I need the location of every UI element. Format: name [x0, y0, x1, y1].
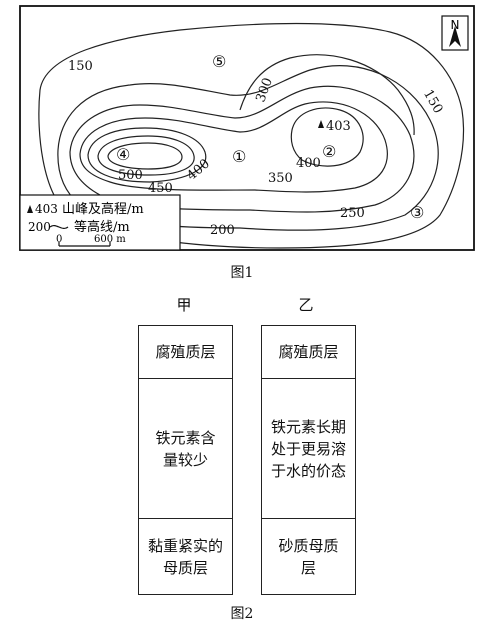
figure1-caption: 图1 [230, 265, 254, 281]
legend-peak-text: 山峰及高程/m [62, 201, 144, 217]
contour-label: 250 [340, 206, 365, 221]
legend-contour-line [49, 224, 69, 230]
legend-contour-text: 等高线/m [74, 219, 130, 235]
contour-500 [107, 142, 183, 170]
layer-label: 腐殖质层 [155, 343, 216, 361]
contour-350 [79, 101, 388, 193]
contour-label: 200 [210, 223, 235, 238]
iron-layer: 铁元素长期处于更易溶于水的价态 [262, 378, 355, 518]
scale-value: 600 m [94, 234, 126, 245]
parent-material-layer: 砂质母质层 [262, 518, 355, 594]
place-5: ⑤ [212, 52, 226, 71]
layer-label: 铁元素长期处于更易溶于水的价态 [270, 417, 346, 480]
peak-triangle-icon [318, 120, 324, 128]
humus-layer: 腐殖质层 [139, 326, 232, 378]
figure2-caption: 图2 [230, 606, 254, 622]
scale-zero: 0 [56, 234, 62, 245]
contour-450 [97, 135, 195, 176]
place-3: ③ [410, 203, 424, 222]
place-2: ② [322, 142, 336, 161]
contour-label: 300 [253, 76, 276, 104]
soil-profile-jia: 腐殖质层 铁元素含量较少 黏重紧实的母质层 [138, 325, 233, 595]
contour-label: 350 [268, 171, 293, 186]
contour-300 [239, 54, 415, 136]
place-1: ① [232, 147, 246, 166]
layer-label: 腐殖质层 [278, 343, 339, 361]
layer-label: 砂质母质层 [278, 536, 339, 577]
contour-label: 450 [148, 181, 173, 196]
contour-label: 150 [68, 59, 93, 74]
layer-label: 黏重紧实的母质层 [147, 536, 223, 577]
map-frame [19, 5, 475, 251]
contour-label: 400 [296, 156, 321, 171]
legend-peak-value: 403 [35, 202, 58, 216]
north-arrow-icon: N [441, 15, 469, 51]
contour-map: N 150 300 403 150 500 450 400 350 400 25… [19, 5, 475, 251]
contour-label: 400 [184, 156, 213, 183]
contour-label: 150 [420, 87, 445, 116]
parent-material-layer: 黏重紧实的母质层 [139, 518, 232, 594]
layer-label: 铁元素含量较少 [155, 428, 216, 469]
legend-contour-value: 200 [28, 220, 51, 234]
peak-elevation-label: 403 [326, 119, 351, 134]
contour-label: 500 [118, 168, 143, 183]
soil-profile-yi: 腐殖质层 铁元素长期处于更易溶于水的价态 砂质母质层 [261, 325, 356, 595]
place-4: ④ [116, 145, 130, 164]
legend-peak-icon [27, 205, 33, 213]
map-legend: 403 山峰及高程/m 200 等高线/m 0 600 m [19, 194, 181, 251]
contour-400-west [87, 127, 207, 183]
north-label: N [451, 18, 460, 32]
column-title-yi: 乙 [298, 296, 314, 314]
iron-layer: 铁元素含量较少 [139, 378, 232, 518]
column-title-jia: 甲 [176, 296, 192, 314]
contour-400-east [290, 107, 364, 167]
humus-layer: 腐殖质层 [262, 326, 355, 378]
